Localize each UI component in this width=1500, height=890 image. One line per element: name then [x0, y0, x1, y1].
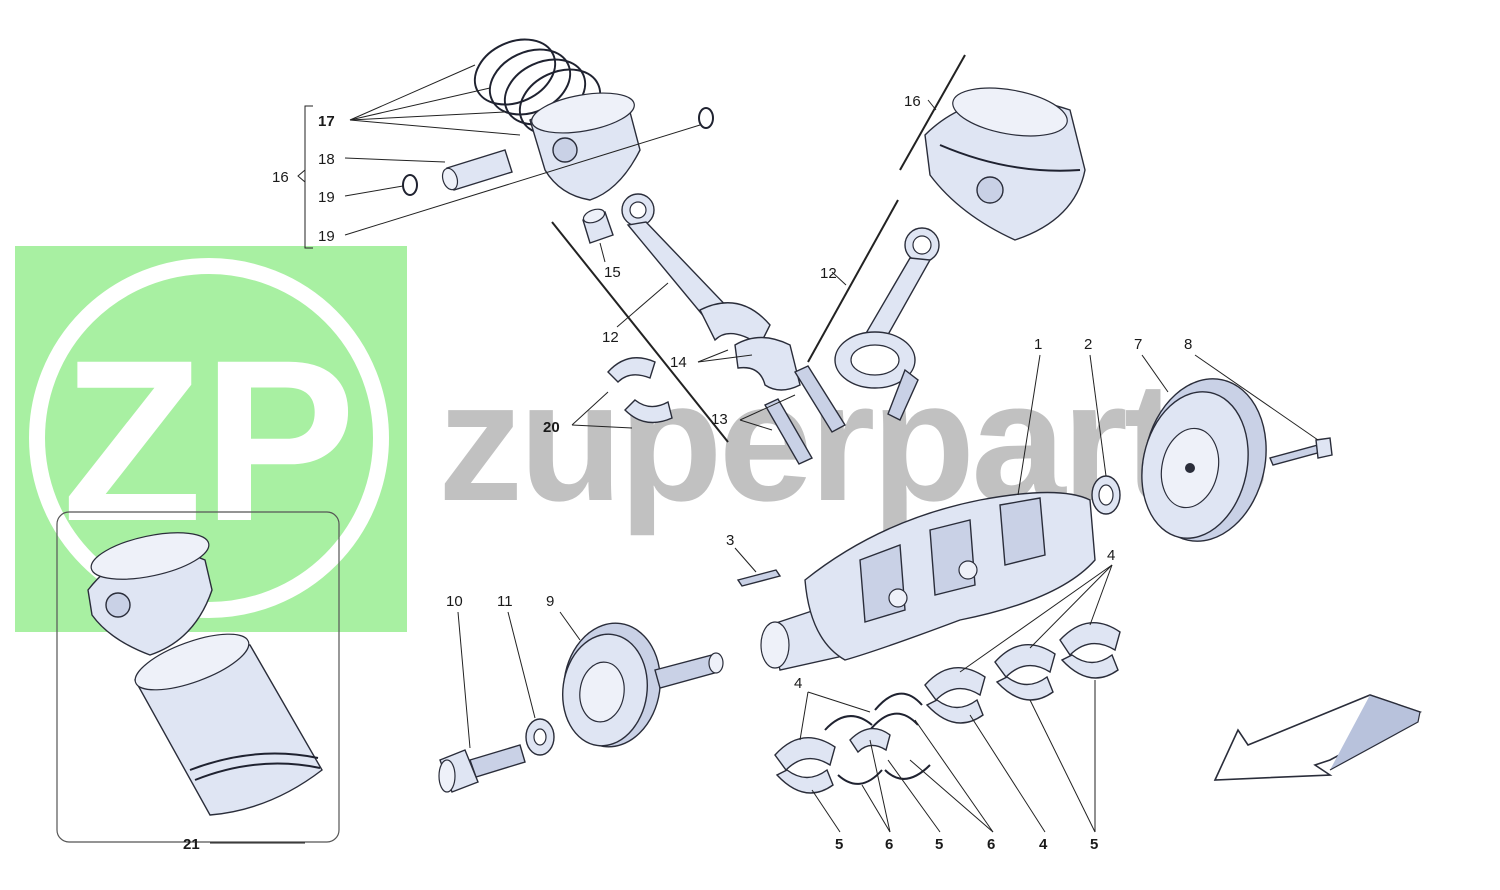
- watermark-logo-bg: [15, 246, 407, 632]
- woodruff-key: [736, 569, 782, 587]
- label-6-b: 6: [987, 836, 995, 853]
- leader-19b: [344, 124, 701, 236]
- label-17: 17: [318, 113, 335, 130]
- leader-2: [1089, 354, 1107, 477]
- label-6-a: 6: [885, 836, 893, 853]
- leader-3: [734, 547, 757, 573]
- label-16-right: 16: [904, 93, 921, 110]
- connecting-rod-left: [621, 193, 771, 347]
- leader-8: [1194, 354, 1319, 441]
- leaders-6: [861, 719, 994, 833]
- crank-pulley: [561, 622, 724, 748]
- label-2: 2: [1084, 336, 1092, 353]
- bracket-12-left: [551, 221, 729, 443]
- circlip-right: [698, 107, 714, 129]
- leader-10: [457, 611, 471, 749]
- label-21: 21: [183, 836, 200, 853]
- leader-12a: [616, 282, 669, 328]
- leaders-4: [799, 564, 1113, 833]
- leader-9: [559, 611, 581, 641]
- leader-1: [1017, 354, 1041, 496]
- main-bearing-shells-lower: [774, 727, 891, 794]
- bracket-12-right: [807, 199, 899, 363]
- leader-20a: [571, 391, 609, 426]
- label-19-a: 19: [318, 189, 335, 206]
- label-16-left: 16: [272, 169, 289, 186]
- rod-cap-left: [734, 336, 801, 391]
- label-14: 14: [670, 354, 687, 371]
- leader-14a: [697, 349, 729, 363]
- pulley-bolt: [438, 744, 526, 793]
- label-12-left: 12: [602, 329, 619, 346]
- crankshaft: [760, 491, 1096, 671]
- label-4-right: 4: [1107, 547, 1115, 564]
- label-8: 8: [1184, 336, 1192, 353]
- main-bearing-shells-upper: [924, 622, 1121, 724]
- leader-13a: [739, 394, 796, 421]
- label-4-left: 4: [794, 675, 802, 692]
- leader-18: [344, 157, 446, 163]
- label-5-b: 5: [935, 836, 943, 853]
- label-3: 3: [726, 532, 734, 549]
- label-1: 1: [1034, 336, 1042, 353]
- leaders-5: [811, 680, 1096, 833]
- leader-20b: [571, 424, 633, 429]
- flywheel-bolt: [1269, 437, 1333, 466]
- small-end-bushing: [582, 208, 614, 244]
- label-7: 7: [1134, 336, 1142, 353]
- label-19-b: 19: [318, 228, 335, 245]
- label-12-right: 12: [820, 265, 837, 282]
- label-5-a: 5: [835, 836, 843, 853]
- label-20: 20: [543, 419, 560, 436]
- watermark-logo-ring: [29, 258, 389, 618]
- thrust-washers: [824, 692, 931, 785]
- watermark-logo-text: ZP: [62, 312, 356, 569]
- bracket-16-left: [297, 105, 313, 249]
- label-10: 10: [446, 593, 463, 610]
- label-18: 18: [318, 151, 335, 168]
- leader-7: [1141, 354, 1169, 393]
- crank-seal: [1091, 475, 1121, 515]
- piston-right: [924, 87, 1086, 241]
- connecting-rod-right: [834, 227, 940, 421]
- bracket-16-right: [899, 54, 966, 171]
- inset-cylinder-liner: [56, 511, 340, 844]
- leader-19a: [344, 185, 404, 197]
- piston-pin: [441, 149, 513, 191]
- part-labels: 17 18 16 19 19 15 12 14 13 20 16 12 1 2 …: [183, 93, 1192, 853]
- leader-13b: [739, 419, 773, 431]
- leader-11: [507, 611, 536, 719]
- front-arrow-icon: [1213, 694, 1423, 781]
- label-11: 11: [497, 593, 513, 610]
- label-9: 9: [546, 593, 554, 610]
- rod-bearing-shells: [607, 357, 673, 424]
- label-5-c: 5: [1090, 836, 1098, 853]
- rod-bolts-left: [764, 365, 846, 465]
- label-4-bottom: 4: [1039, 836, 1048, 853]
- leader-12b: [831, 271, 847, 286]
- label-15: 15: [604, 264, 621, 281]
- label-13: 13: [711, 411, 728, 428]
- piston-left: [529, 92, 641, 201]
- circlip-left: [402, 174, 418, 196]
- leaders-17: [349, 64, 521, 136]
- flywheel: [1141, 378, 1267, 542]
- pulley-washer: [525, 718, 555, 756]
- leader-14b: [697, 354, 753, 363]
- leader-15: [599, 242, 606, 263]
